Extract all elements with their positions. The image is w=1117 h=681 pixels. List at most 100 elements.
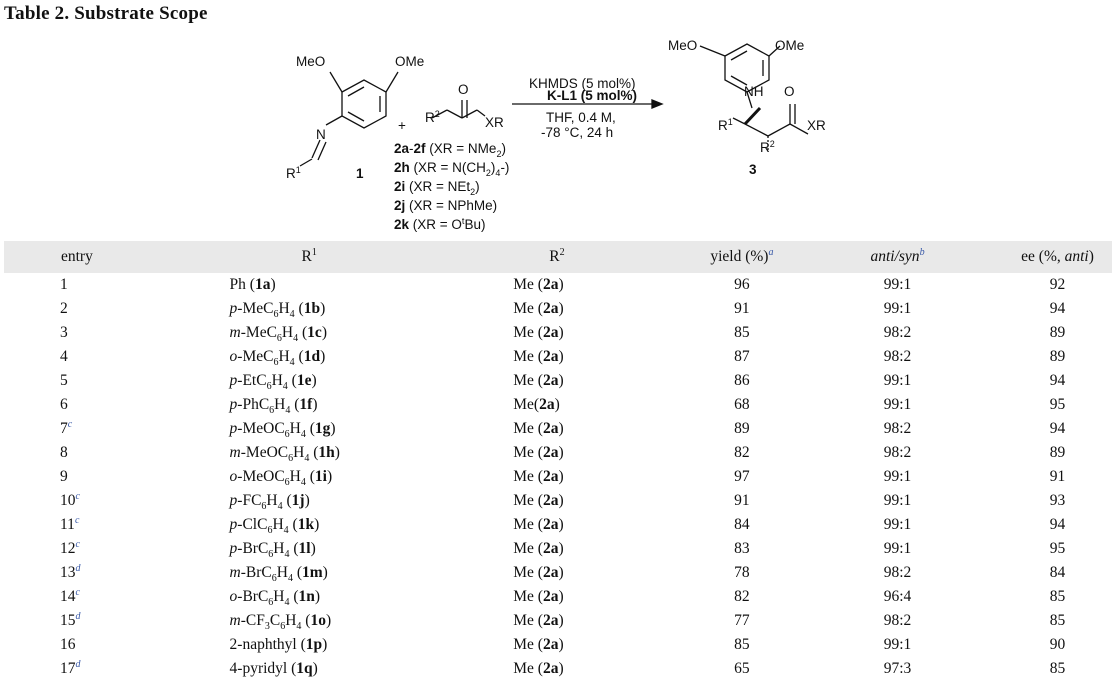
- r2-cell: Me (2a): [513, 612, 564, 629]
- yield-cell: 82: [734, 588, 750, 605]
- yield-cell: 85: [734, 636, 750, 653]
- entry-cell: 2: [60, 300, 68, 317]
- ee-cell: 89: [1049, 444, 1066, 461]
- r1-cell: p-FC6H4 (1j): [229, 492, 310, 513]
- yield-cell: 85: [734, 324, 750, 341]
- header-anti-syn: anti/synb: [870, 246, 925, 265]
- svg-text:R2: R2: [760, 139, 775, 155]
- svg-text:2k (XR = OtBu): 2k (XR = OtBu): [394, 216, 485, 232]
- svg-text:R1: R1: [286, 165, 301, 181]
- reagent-khmds: KHMDS (5 mol%): [529, 76, 636, 91]
- anti-syn-cell: 99:1: [883, 516, 912, 533]
- ee-cell: 94: [1049, 372, 1066, 389]
- yield-cell: 91: [734, 300, 750, 317]
- ee-cell: 92: [1049, 276, 1066, 293]
- table-header-band: [4, 241, 1112, 273]
- r1-cell: p-BrC6H4 (1l): [229, 540, 316, 561]
- yield-cell: 84: [734, 516, 750, 533]
- r1-cell: 4-pyridyl (1q): [229, 660, 318, 677]
- anti-syn-cell: 99:1: [883, 492, 912, 509]
- plus-sign: +: [398, 118, 406, 133]
- ee-cell: 90: [1049, 636, 1066, 653]
- r2-cell: Me (2a): [513, 564, 564, 581]
- anti-syn-cell: 99:1: [883, 396, 912, 413]
- svg-text:2j (XR = NPhMe): 2j (XR = NPhMe): [394, 198, 497, 213]
- r1-cell: p-PhC6H4 (1f): [229, 396, 318, 417]
- table-row: 8 m-MeOC6H4 (1h) Me (2a) 82 98:2 89: [4, 441, 1112, 465]
- yield-cell: 83: [734, 540, 750, 557]
- entry-cell: 10c: [60, 490, 80, 509]
- yield-cell: 87: [734, 348, 750, 365]
- entry-cell: 13d: [60, 562, 81, 581]
- anti-syn-cell: 99:1: [883, 372, 912, 389]
- r2-cell: Me (2a): [513, 300, 564, 317]
- anti-syn-cell: 98:2: [883, 564, 912, 581]
- svg-text:N: N: [316, 127, 326, 142]
- entry-cell: 9: [60, 468, 68, 485]
- r2-cell: Me (2a): [513, 588, 564, 605]
- reaction-scheme: MeO OMe N R1 1 + R2 O XR KHMDS (5 mol%) …: [286, 38, 826, 232]
- header-r2: R2: [549, 246, 565, 265]
- yield-cell: 82: [734, 444, 750, 461]
- anti-syn-cell: 98:2: [883, 612, 912, 629]
- ee-cell: 85: [1049, 660, 1066, 677]
- yield-cell: 68: [734, 396, 750, 413]
- compound-1-label: 1: [356, 166, 364, 181]
- entry-cell: 14c: [60, 586, 80, 605]
- entry-cell: 15d: [60, 610, 81, 629]
- r2-cell: Me (2a): [513, 324, 564, 341]
- anti-syn-cell: 98:2: [883, 444, 912, 461]
- yield-cell: 78: [734, 564, 750, 581]
- anti-syn-cell: 99:1: [883, 468, 912, 485]
- ee-cell: 91: [1049, 468, 1066, 485]
- product-3-label: 3: [749, 162, 757, 177]
- svg-text:R2: R2: [425, 109, 440, 125]
- svg-text:R1: R1: [718, 117, 733, 133]
- r2-cell: Me (2a): [513, 660, 564, 677]
- r2-cell: Me (2a): [513, 420, 564, 437]
- table-header-row: entry R1 R2 yield (%)a anti/synb ee (%, …: [4, 241, 1112, 273]
- ee-cell: 94: [1049, 420, 1066, 437]
- entry-cell: 12c: [60, 538, 80, 557]
- entry-cell: 6: [60, 396, 68, 413]
- r1-cell: m-CF3C6H4 (1o): [229, 612, 332, 633]
- svg-text:XR: XR: [807, 118, 826, 133]
- anti-syn-cell: 99:1: [883, 276, 912, 293]
- r2-cell: Me (2a): [513, 516, 564, 533]
- svg-text:NH: NH: [744, 84, 764, 99]
- product-aryl-ring: [724, 43, 770, 93]
- ee-cell: 89: [1049, 348, 1066, 365]
- anti-syn-cell: 99:1: [883, 636, 912, 653]
- substrate-scope-table: entry R1 R2 yield (%)a anti/synb ee (%, …: [4, 241, 1112, 681]
- yield-cell: 86: [734, 372, 750, 389]
- r1-cell: m-MeOC6H4 (1h): [229, 444, 340, 465]
- r1-cell: p-MeC6H4 (1b): [229, 300, 326, 321]
- r2-cell: Me (2a): [513, 372, 564, 389]
- header-entry: entry: [61, 248, 93, 265]
- r1-cell: o-MeC6H4 (1d): [229, 348, 326, 369]
- anti-syn-cell: 98:2: [883, 324, 912, 341]
- r1-cell: p-EtC6H4 (1e): [229, 372, 317, 393]
- ee-cell: 93: [1049, 492, 1066, 509]
- entry-cell: 3: [60, 324, 68, 341]
- entry-cell: 8: [60, 444, 68, 461]
- r1-cell: p-ClC6H4 (1k): [229, 516, 320, 537]
- header-ee: ee (%, anti): [1021, 248, 1094, 265]
- header-yield: yield (%)a: [710, 246, 774, 265]
- ee-cell: 85: [1049, 588, 1066, 605]
- anti-syn-cell: 98:2: [883, 420, 912, 437]
- condition-temp: -78 °C, 24 h: [541, 125, 613, 140]
- header-r1: R1: [301, 246, 317, 265]
- r2-cell: Me (2a): [513, 540, 564, 557]
- ee-cell: 94: [1049, 300, 1066, 317]
- r2-cell: Me (2a): [513, 444, 564, 461]
